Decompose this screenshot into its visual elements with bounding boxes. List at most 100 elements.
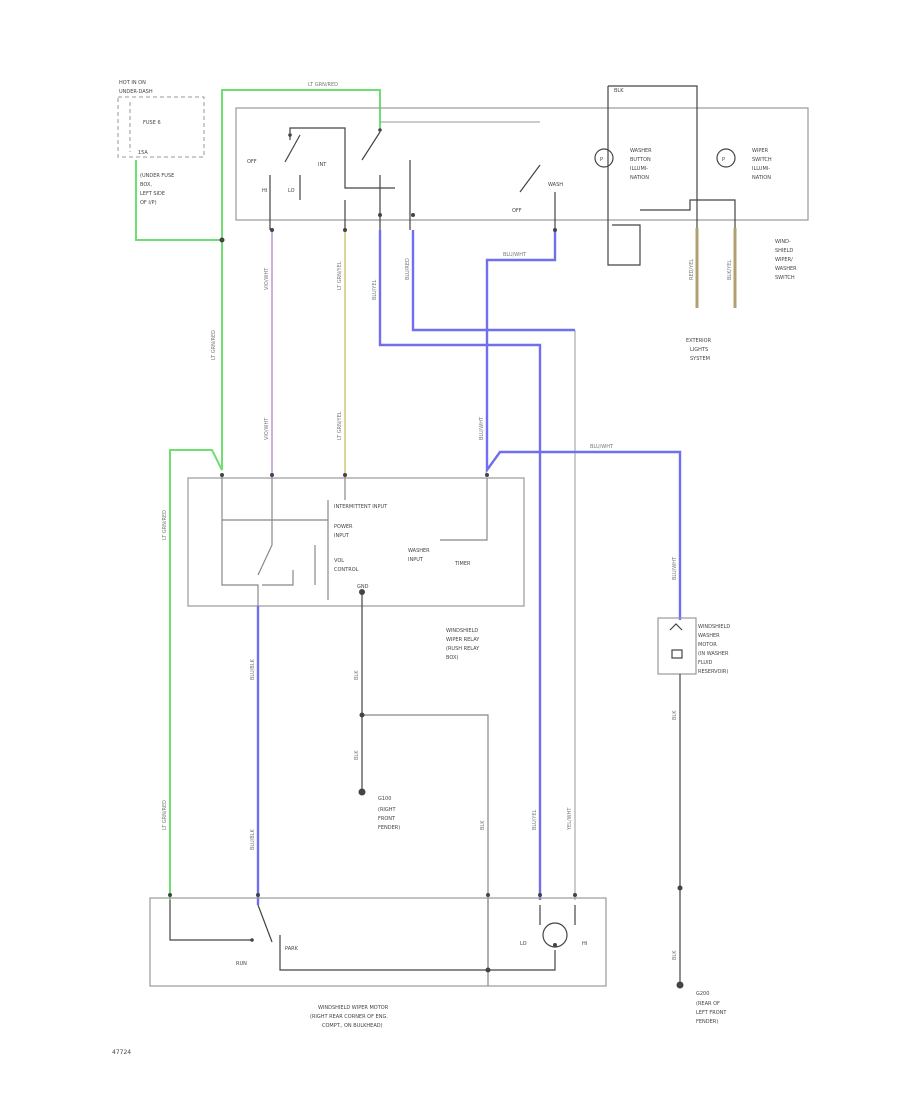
svg-text:G100: G100	[378, 796, 391, 802]
relay-outline	[187, 477, 525, 607]
wiper-motor-lo: LO	[520, 941, 527, 947]
svg-text:NATION: NATION	[752, 175, 771, 181]
svg-text:BLK: BLK	[672, 950, 678, 960]
svg-text:LIGHTS: LIGHTS	[690, 347, 708, 353]
switch-pos-off: OFF	[247, 159, 257, 165]
splice-dot	[219, 237, 225, 243]
svg-text:WIPER RELAY: WIPER RELAY	[446, 637, 480, 643]
svg-text:LEFT FRONT: LEFT FRONT	[696, 1010, 727, 1016]
svg-text:BOX,: BOX,	[140, 182, 152, 188]
svg-text:BLK: BLK	[672, 710, 678, 720]
svg-text:P: P	[600, 157, 603, 163]
wire-blk-ground: BLK BLK BLK	[354, 592, 489, 970]
svg-text:WIND-: WIND-	[775, 239, 791, 245]
svg-text:WASHER: WASHER	[698, 633, 720, 639]
svg-text:WASHER: WASHER	[775, 266, 797, 272]
switch-feed-label: BLK	[614, 88, 624, 94]
relay-gnd: GND	[357, 584, 369, 590]
connector-terminals	[168, 213, 577, 897]
svg-text:(RIGHT REAR CORNER OF ENG.: (RIGHT REAR CORNER OF ENG.	[310, 1014, 388, 1020]
wiper-motor-hi: HI	[582, 941, 587, 947]
svg-text:COMPT., ON BULKHEAD): COMPT., ON BULKHEAD)	[322, 1023, 383, 1029]
g200-label: G200 (REAR OF LEFT FRONT FENDER)	[696, 991, 727, 1025]
svg-text:BLK: BLK	[480, 820, 486, 830]
svg-text:BLU/WHT: BLU/WHT	[672, 556, 678, 580]
fuse-location-label: (UNDER FUSE BOX, LEFT SIDE OF I/P)	[140, 173, 174, 206]
svg-text:OF I/P): OF I/P)	[140, 200, 157, 206]
ground-splice-dot	[359, 712, 365, 718]
svg-text:BLK: BLK	[354, 670, 360, 680]
svg-text:SHIELD: SHIELD	[775, 248, 793, 254]
wire-blu-blk: BLU/BLK BLU/BLK	[250, 606, 260, 905]
svg-text:(RIGHT: (RIGHT	[378, 807, 397, 813]
svg-text:BLU/WHT: BLU/WHT	[479, 416, 485, 440]
wiper-illumination-bulb-icon	[716, 148, 736, 168]
svg-text:MOTOR: MOTOR	[698, 642, 717, 648]
fuse-name: FUSE 6	[143, 120, 161, 126]
svg-text:NATION: NATION	[630, 175, 649, 181]
wiper-motor-park: PARK	[285, 946, 299, 952]
washer-pos-wash: WASH	[548, 182, 563, 188]
relay-vol-control: VOL	[334, 558, 344, 564]
svg-text:RESERVOIR): RESERVOIR)	[698, 669, 728, 675]
wire-lt-grn-yel: LT GRN/YEL LT GRN/YEL	[337, 230, 346, 475]
svg-text:WASHER: WASHER	[630, 148, 652, 154]
svg-text:ILLUMI-: ILLUMI-	[752, 166, 770, 172]
windshield-wiper-motor: RUN PARK LO HI WINDSHIELD WIPER MOTOR (R…	[149, 897, 607, 1029]
svg-text:BLU/BLK: BLU/BLK	[250, 828, 256, 850]
svg-text:INPUT: INPUT	[408, 557, 424, 563]
g100-ground-icon	[358, 788, 366, 796]
svg-text:BLK/YEL: BLK/YEL	[727, 260, 733, 280]
svg-text:G200: G200	[696, 991, 709, 997]
fuse-box-outline	[117, 96, 205, 158]
wire-blu-red: BLU/RED YEL/WHT	[405, 230, 576, 900]
svg-text:WINDSHIELD WIPER MOTOR: WINDSHIELD WIPER MOTOR	[318, 1005, 389, 1011]
svg-text:BLU/RED: BLU/RED	[405, 258, 411, 280]
switch-outline	[235, 107, 809, 221]
washer-illumination-label: WASHER BUTTON ILLUMI- NATION	[630, 148, 652, 181]
windshield-wiper-washer-switch: OFF HI LO INT OFF WASH P P BLK WASHER BU…	[235, 85, 809, 300]
svg-text:BLU/BLK: BLU/BLK	[250, 658, 256, 680]
svg-text:LT GRN/RED: LT GRN/RED	[308, 82, 338, 88]
svg-text:INPUT: INPUT	[334, 533, 350, 539]
wiper-illumination-label: WIPER SWITCH ILLUMI- NATION	[752, 148, 772, 181]
washer-splice-dot	[677, 885, 683, 891]
svg-text:CONTROL: CONTROL	[334, 567, 359, 573]
svg-text:LEFT SIDE: LEFT SIDE	[140, 191, 165, 197]
svg-text:P: P	[722, 157, 725, 163]
svg-text:FENDER): FENDER)	[378, 825, 400, 831]
svg-text:YEL/WHT: YEL/WHT	[567, 807, 573, 831]
wire-lt-grn-red: LT GRN/RED LT GRN/RED LT GRN/RED LT GRN/…	[135, 82, 381, 900]
wire-blu-wht: BLU/WHT BLU/WHT BLU/WHT BLU/WHT	[479, 230, 682, 620]
svg-text:LT GRN/YEL: LT GRN/YEL	[337, 261, 343, 290]
washer-pos-off: OFF	[512, 208, 522, 214]
switch-label: WIND- SHIELD WIPER/ WASHER SWITCH	[775, 239, 797, 281]
svg-text:(IN WASHER: (IN WASHER	[698, 651, 729, 657]
wiper-motor-run: RUN	[236, 961, 247, 967]
switch-pos-lo: LO	[288, 188, 295, 194]
wire-blu-yel: BLU/YEL BLU/YEL	[372, 230, 542, 900]
svg-text:ILLUMI-: ILLUMI-	[630, 166, 648, 172]
g200-ground-icon	[676, 981, 684, 989]
windshield-wiper-relay: INTERMITTENT INPUT POWER INPUT VOL CONTR…	[187, 475, 525, 661]
svg-text:EXTERIOR: EXTERIOR	[686, 338, 712, 344]
figure-id: 47724	[112, 1049, 131, 1056]
washer-motor-outline	[657, 617, 697, 675]
relay-power-input: POWER	[334, 524, 353, 530]
svg-text:BLK: BLK	[354, 750, 360, 760]
wiper-motor-outline	[149, 897, 607, 987]
svg-text:BLU/WHT: BLU/WHT	[503, 252, 527, 258]
fuse-header: HOT IN ON	[119, 80, 146, 86]
svg-text:BLU/YEL: BLU/YEL	[532, 809, 538, 830]
exterior-lights-label: EXTERIOR LIGHTS SYSTEM	[686, 338, 712, 362]
svg-text:WINDSHIELD: WINDSHIELD	[446, 628, 478, 634]
svg-text:SWITCH: SWITCH	[775, 275, 795, 281]
svg-text:VIO/WHT: VIO/WHT	[264, 417, 270, 440]
svg-text:FENDER): FENDER)	[696, 1019, 718, 1025]
fuse-block: HOT IN ON UNDER-DASH FUSE 6 15A (UNDER F…	[117, 80, 205, 206]
wiper-motor-label: WINDSHIELD WIPER MOTOR (RIGHT REAR CORNE…	[310, 1005, 389, 1029]
wire-illumination-leads: RED/YEL BLK/YEL	[689, 228, 737, 308]
svg-text:FLUID: FLUID	[698, 660, 713, 666]
switch-pos-int: INT	[318, 162, 327, 168]
